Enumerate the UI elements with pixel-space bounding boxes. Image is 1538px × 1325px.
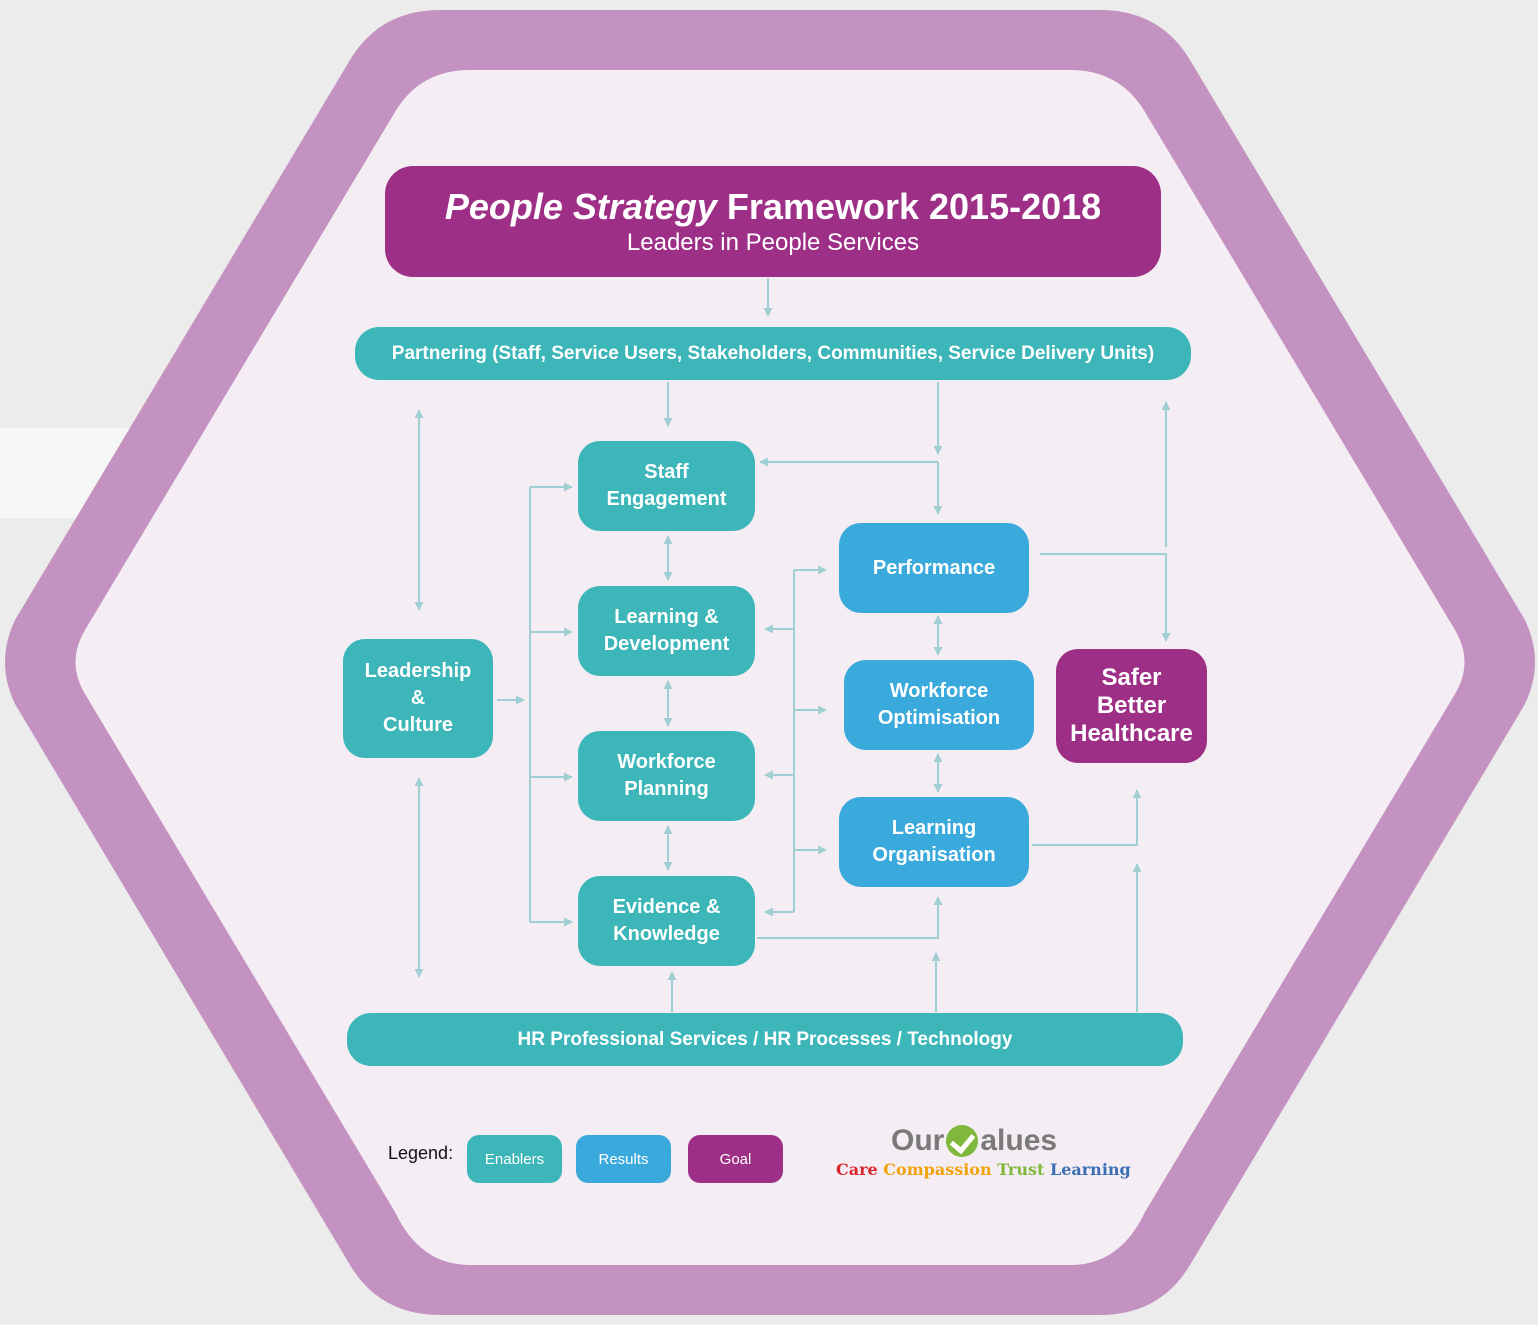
node-line: Leadership — [364, 660, 472, 682]
node-line: Better — [1096, 692, 1167, 719]
value-trust: Trust — [997, 1160, 1045, 1179]
node-line: Engagement — [606, 488, 727, 510]
partnering-label: Partnering (Staff, Service Users, Stakeh… — [391, 342, 1155, 364]
connector-arrows — [414, 278, 1171, 1012]
value-compassion: Compassion — [883, 1160, 992, 1179]
legend-goal-label: Goal — [719, 1150, 752, 1168]
node-line: Learning — [891, 817, 977, 839]
node-line: Performance — [872, 556, 996, 579]
node-learning-organisation: Learning Organisation — [839, 797, 1029, 887]
checkmark-icon — [946, 1125, 979, 1157]
page-subtitle: Leaders in People Services — [626, 228, 920, 256]
node-line: Organisation — [872, 844, 996, 866]
node-workforce-optimisation: Workforce Optimisation — [844, 660, 1034, 750]
our-values-logo: Our alues Care Compassion Trust Learning — [836, 1124, 1131, 1179]
page-title: People Strategy Framework 2015-2018 — [445, 186, 1101, 228]
logo-alues: alues — [980, 1124, 1058, 1157]
value-care: Care — [836, 1160, 878, 1179]
node-line: Culture — [383, 714, 453, 736]
node-line: Staff — [644, 461, 689, 483]
node-line: & — [410, 687, 426, 709]
node-line: Planning — [624, 778, 709, 800]
legend-goal: Goal — [688, 1135, 783, 1183]
partnering-bar: Partnering (Staff, Service Users, Stakeh… — [355, 327, 1191, 380]
node-evidence-knowledge: Evidence & Knowledge — [578, 876, 755, 966]
node-workforce-planning: Workforce Planning — [578, 731, 755, 821]
node-line: Knowledge — [613, 923, 720, 945]
node-staff-engagement: Staff Engagement — [578, 441, 755, 531]
value-learning: Learning — [1049, 1160, 1131, 1179]
arrow-perf-goal — [1040, 553, 1171, 642]
node-line: Safer — [1101, 664, 1162, 691]
node-learning-development: Learning & Development — [578, 586, 755, 676]
legend-results-label: Results — [598, 1150, 649, 1168]
node-line: Evidence & — [612, 896, 721, 918]
node-line: Workforce — [889, 680, 989, 702]
node-line: Optimisation — [877, 707, 1001, 729]
arrow-ek-lo — [757, 896, 943, 939]
node-performance: Performance — [839, 523, 1029, 613]
hr-label: HR Professional Services / HR Processes … — [517, 1028, 1013, 1050]
hr-bar: HR Professional Services / HR Processes … — [347, 1013, 1183, 1066]
node-goal: Safer Better Healthcare — [1056, 649, 1207, 763]
legend-label: Legend: — [388, 1143, 454, 1163]
title-italic: People Strategy — [444, 185, 717, 227]
node-line: Healthcare — [1070, 720, 1193, 747]
node-line: Workforce — [617, 751, 716, 773]
logo-our: Our — [891, 1124, 945, 1157]
legend-enablers-label: Enablers — [484, 1150, 545, 1168]
node-line: Development — [603, 633, 730, 655]
arrow-lo-goal — [1032, 789, 1142, 846]
node-leadership-culture: Leadership & Culture — [343, 639, 493, 758]
title-rest: Framework 2015-2018 — [726, 185, 1102, 227]
legend-results: Results — [576, 1135, 671, 1183]
node-line: Learning & — [614, 606, 719, 628]
legend-enablers: Enablers — [467, 1135, 562, 1183]
logo-values-words: Care Compassion Trust Learning — [836, 1160, 1131, 1179]
framework-title-box: People Strategy Framework 2015-2018 Lead… — [385, 166, 1161, 277]
